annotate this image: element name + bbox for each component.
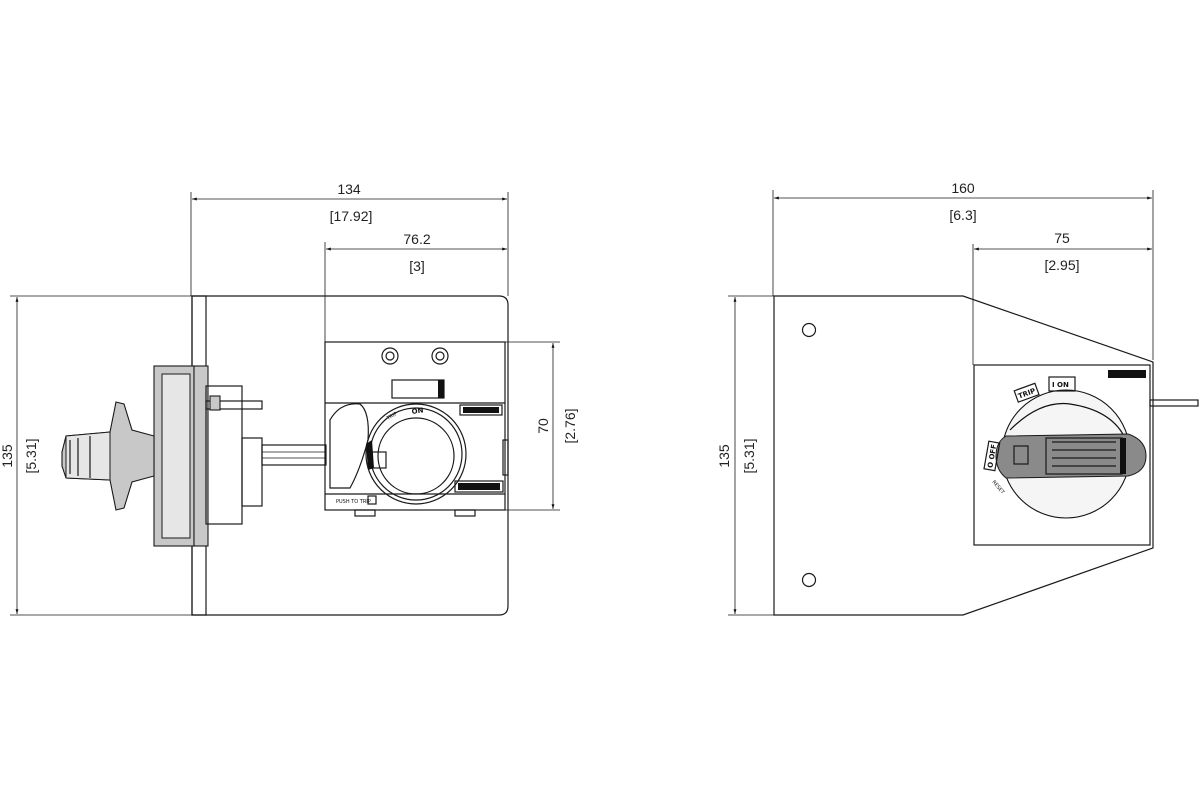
rating-window-mark	[438, 380, 444, 398]
rear-tab	[1149, 399, 1199, 407]
trip-tag: TRIP	[1013, 382, 1040, 403]
dial-pointer	[366, 440, 374, 470]
left-view: 134 [17.92] 76.2 [3] 70 [2.76] 135 [5.31…	[0, 181, 578, 616]
reset-label: RESET	[990, 479, 1006, 496]
mount-screw-inner	[435, 351, 445, 361]
dim-text-76-2: 76.2	[403, 231, 430, 247]
dial-knob-side	[329, 403, 369, 489]
dim-text-2-76: [2.76]	[562, 408, 578, 443]
mounting-hole	[801, 572, 817, 588]
off-box	[983, 440, 1001, 472]
handle-faceplate	[973, 364, 1151, 546]
mount-screw	[381, 347, 399, 365]
dim-text-135: 135	[716, 444, 732, 468]
dim-text-135: 135	[0, 444, 15, 468]
rotary-handle[interactable]	[995, 433, 1147, 479]
trip-box	[1013, 382, 1040, 403]
on-label: I ON	[1052, 381, 1069, 389]
model-label-fill	[458, 483, 500, 490]
part-label-fill	[463, 407, 499, 413]
dim-text-70: 70	[535, 418, 551, 434]
rating-window	[391, 379, 445, 399]
mounting-plate	[773, 295, 1154, 616]
part-label	[459, 404, 503, 416]
rotary-dial[interactable]	[377, 417, 455, 495]
mounting-hole	[801, 322, 817, 338]
handle-end-mark	[1120, 438, 1126, 474]
push-to-trip-label: PUSH TO TRIP	[336, 499, 371, 505]
on-box	[1048, 376, 1076, 392]
mechanism-housing	[324, 341, 506, 511]
side-latch	[502, 439, 509, 476]
extension-shaft	[261, 444, 327, 466]
mount-screw	[431, 347, 449, 365]
model-label	[454, 480, 504, 493]
dial-arc	[1009, 402, 1125, 437]
dim-text-134: 134	[337, 181, 361, 197]
dim-text-160: 160	[951, 180, 975, 196]
bottom-foot	[454, 509, 476, 517]
dim-text-5-31: [5.31]	[741, 438, 757, 473]
dim-text-75: 75	[1054, 230, 1070, 246]
bottom-foot	[354, 509, 376, 517]
dim-text-17-92: [17.92]	[330, 208, 373, 224]
handle-grip-ribs	[69, 436, 91, 478]
coupler-block	[241, 437, 263, 507]
on-tag: I ON	[1048, 376, 1076, 392]
handle-grip-ribs	[1052, 441, 1116, 467]
mount-screw-inner	[385, 351, 395, 361]
bezel-flange-inner	[161, 373, 191, 539]
bezel-back	[193, 365, 209, 547]
dim-text-5-31: [5.31]	[23, 438, 39, 473]
push-to-trip-button[interactable]	[367, 495, 377, 505]
rotary-dial-outer	[365, 403, 467, 505]
dial-on-label: ON	[411, 406, 424, 416]
dim-text-2-95: [2.95]	[1044, 257, 1079, 273]
right-view: 160 [6.3] 75 [2.95] 135 [5.31] TRIP I	[716, 180, 1199, 616]
dial-trip-label: TRIP	[385, 411, 398, 422]
dim-text-6-3: [6.3]	[949, 207, 976, 223]
bracket-clip	[209, 395, 221, 411]
upper-bracket	[205, 400, 263, 410]
handle-indicator	[1013, 445, 1029, 465]
faceplate-label	[1108, 370, 1146, 378]
rotary-dial-ring	[369, 407, 463, 501]
handle-grip[interactable]	[65, 431, 111, 481]
dim-text-3: [3]	[409, 258, 425, 274]
mounting-plate	[191, 295, 509, 616]
